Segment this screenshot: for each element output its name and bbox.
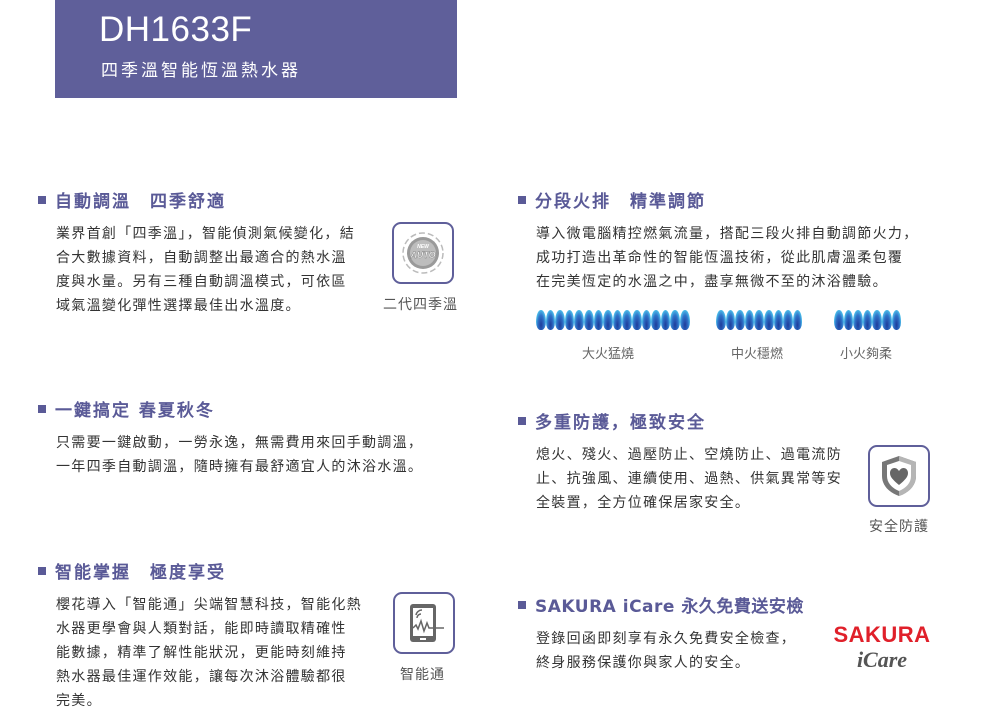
square-bullet-icon [518,195,526,204]
product-header-banner: DH1633F 四季溫智能恆溫熱水器 [55,0,457,98]
section-title: 多重防護，極致安全 [518,408,842,433]
flame-icon [735,310,745,330]
model-number: DH1633F [99,10,253,49]
icare-text: iCare [856,647,908,672]
flame-icon [670,310,680,330]
flame-icon [834,310,844,330]
flame-icon [773,310,784,330]
auto-badge-icon: NEW AUTO [392,222,454,284]
flame-icon [763,310,774,330]
flame-icon [660,310,671,330]
flame-icon [545,310,556,330]
section-title: 智能掌握 極度享受 [38,558,362,583]
feature-auto-temp: 自動調溫 四季舒適 業界首創「四季溫」，智能偵測氣候變化，結 合大數據資料，自動… [38,187,355,318]
icon-caption: 安全防護 [869,519,929,535]
flame-label-large: 大火猛燒 [582,347,635,362]
feature-safety: 多重防護，極致安全 熄火、殘火、過壓防止、空燒防止、過電流防 止、抗強風、連續使… [518,408,842,515]
square-bullet-icon [518,600,526,609]
flame-icon [679,310,690,330]
flame-icon [716,310,726,330]
icon-caption: 智能通 [400,667,445,683]
flame-icon [583,310,594,330]
flame-icon [564,310,575,330]
section-body: 登錄回函即刻享有永久免費安全檢查， 終身服務保護你與家人的安全。 [536,631,797,671]
flame-row-large [536,310,690,330]
flame-icon [881,310,892,330]
flame-icon [641,310,652,330]
flame-icon [792,310,803,330]
flame-icon [536,310,546,330]
section-body: 只需要一鍵啟動，一勞永逸，無需費用來回手動調溫， 一年四季自動調溫，隨時擁有最舒… [56,435,424,475]
flame-icon [783,310,793,330]
sakura-icare-logo: SAKURA iCare [826,622,938,672]
feature-icare-service: SAKURA iCare 永久免費送安檢 登錄回函即刻享有永久免費安全檢查， 終… [518,592,804,675]
section-body: 熄火、殘火、過壓防止、空燒防止、過電流防 止、抗強風、連續使用、過熱、供氣異常等… [536,447,842,511]
flame-label-medium: 中火穩燃 [731,347,784,362]
flame-icon [725,310,736,330]
square-bullet-icon [518,416,526,425]
section-title: 分段火排 精準調節 [518,187,919,212]
flame-row-medium [716,310,803,330]
svg-text:NEW: NEW [417,244,430,250]
flame-icon [555,310,565,330]
flame-icon [843,310,854,330]
section-title: 一鍵搞定 春夏秋冬 [38,396,423,421]
flame-icon [862,310,873,330]
square-bullet-icon [38,404,46,413]
icon-caption: 二代四季溫 [383,297,458,313]
flame-label-small: 小火夠柔 [840,347,893,362]
flame-icon [754,310,764,330]
square-bullet-icon [38,566,46,575]
flame-icon [612,310,623,330]
flame-icon [872,310,882,330]
flame-icon [853,310,863,330]
flame-icon [744,310,755,330]
flame-row-small [834,310,902,330]
flame-icon [574,310,584,330]
shield-heart-icon [868,445,930,507]
flame-icon [891,310,902,330]
flame-icon [622,310,632,330]
section-title: 自動調溫 四季舒適 [38,187,355,212]
section-body: 導入微電腦精控燃氣流量，搭配三段火排自動調節火力， 成功打造出革命性的智能恆溫技… [536,226,919,290]
product-subtitle: 四季溫智能恆溫熱水器 [101,61,301,81]
flame-icon [593,310,604,330]
tablet-signal-icon [393,592,455,654]
svg-text:AUTO: AUTO [409,250,435,260]
square-bullet-icon [38,195,46,204]
feature-smart-link: 智能掌握 極度享受 櫻花導入「智能通」尖端智慧科技，智能化熱 水器更學會與人類對… [38,558,362,713]
section-body: 業界首創「四季溫」，智能偵測氣候變化，結 合大數據資料，自動調整出最適合的熱水溫… [56,226,355,314]
flame-icon [631,310,642,330]
flame-icon [651,310,661,330]
section-body: 櫻花導入「智能通」尖端智慧科技，智能化熱 水器更學會與人類對話，能即時讀取精確性… [56,597,362,709]
feature-one-touch: 一鍵搞定 春夏秋冬 只需要一鍵啟動，一勞永逸，無需費用來回手動調溫， 一年四季自… [38,396,423,479]
section-title: SAKURA iCare 永久免費送安檢 [518,592,804,617]
sakura-brand-text: SAKURA [833,622,931,647]
flame-icon [603,310,613,330]
feature-flame-control: 分段火排 精準調節 導入微電腦精控燃氣流量，搭配三段火排自動調節火力， 成功打造… [518,187,919,294]
